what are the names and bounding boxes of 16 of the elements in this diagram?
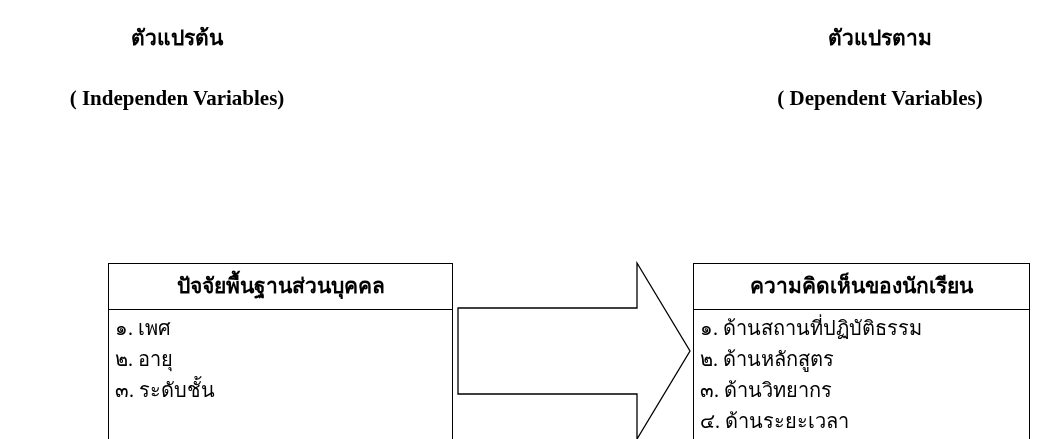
box-heading: ปัจจัยพื้นฐานส่วนบุคคล (176, 270, 385, 303)
list-item: ๑. ด้านสถานที่ปฏิบัติธรรม (700, 313, 922, 344)
heading-text: ( Dependent Variables) (777, 85, 983, 112)
list-item: ๑. เพศ (115, 316, 171, 341)
heading-text: ตัวแปรตาม (828, 25, 932, 52)
variable-box (108, 263, 453, 439)
list-item: ๓. ระดับชั้น (115, 375, 215, 406)
list-item: ๔. ด้านระยะเวลา (700, 409, 849, 434)
box-heading: ความคิดเห็นของนักเรียน (750, 271, 973, 300)
variable-box (693, 263, 1030, 439)
heading-text: ตัวแปรต้น (131, 25, 223, 52)
block-arrow (457, 260, 691, 439)
list-item: ๒. อายุ (115, 347, 173, 374)
heading-text: ( Independen Variables) (69, 85, 285, 112)
list-item: ๓. ด้านวิทยากร (700, 378, 832, 403)
list-item: ๒. ด้านหลักสูตร (700, 347, 834, 374)
